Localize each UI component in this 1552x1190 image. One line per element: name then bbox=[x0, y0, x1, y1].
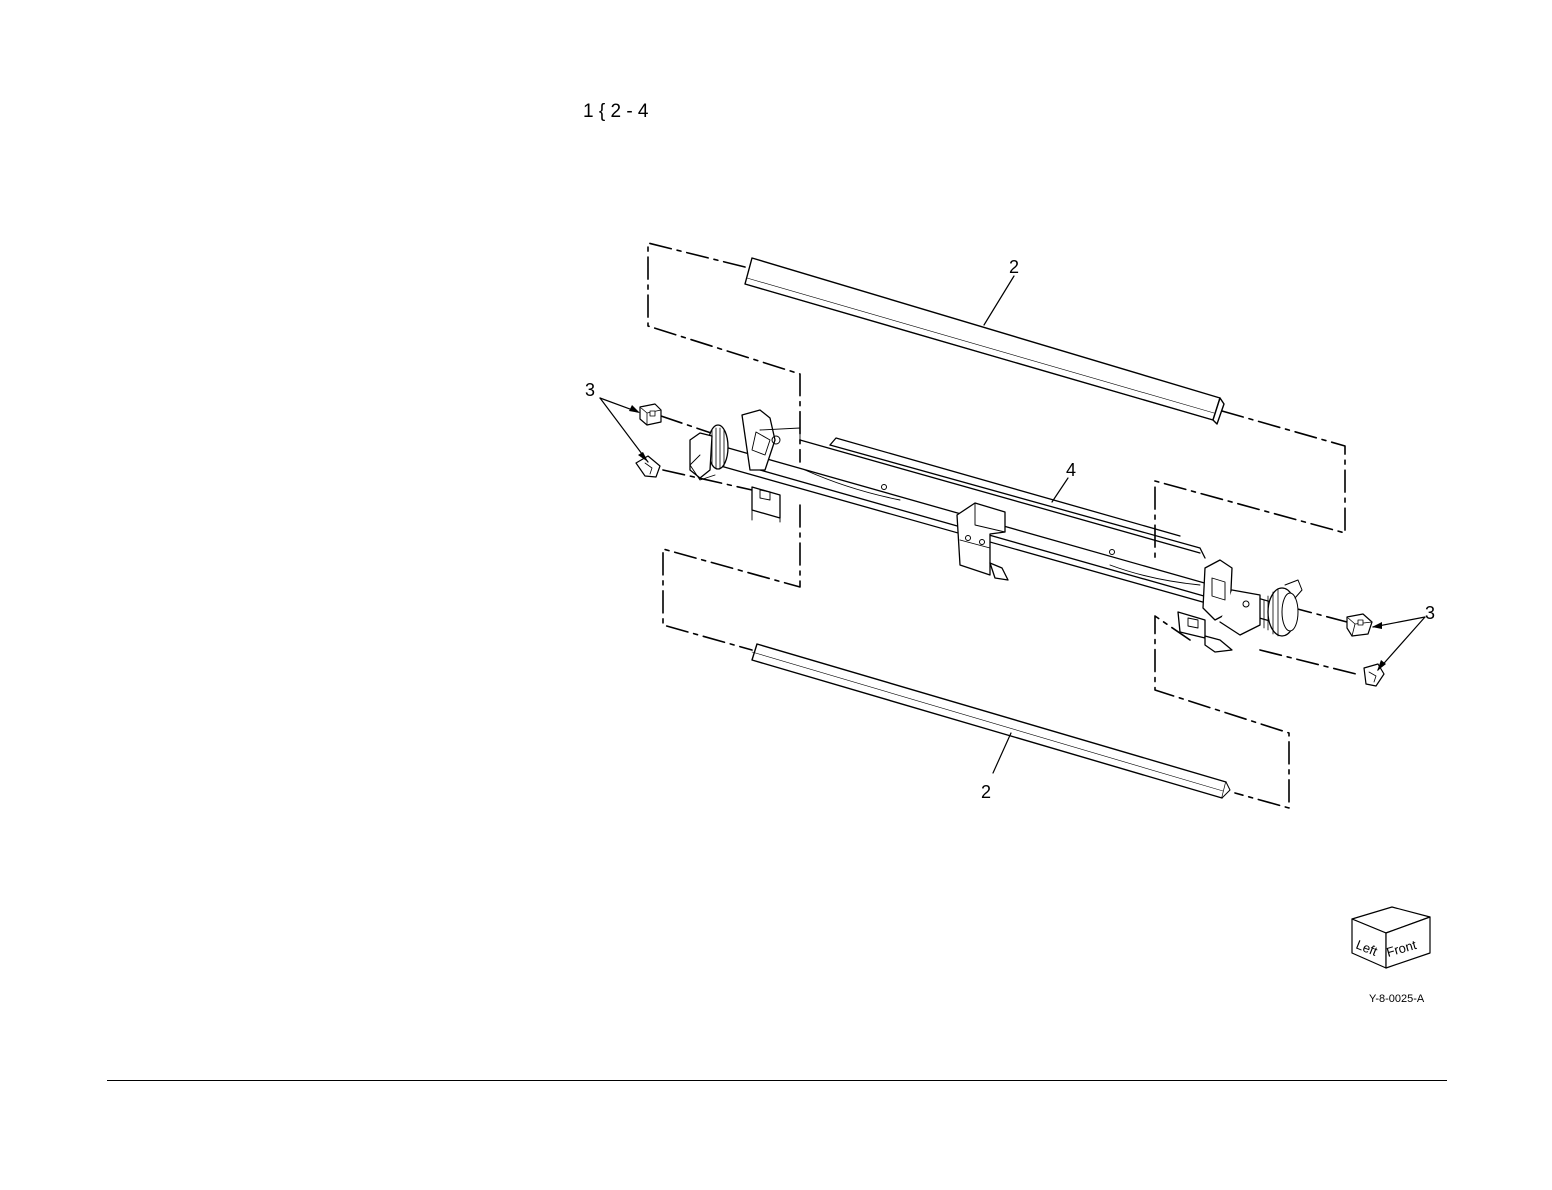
leader-clip-bottom-left bbox=[663, 470, 752, 490]
leader-clip-top-right bbox=[1290, 607, 1347, 622]
leader-line-2-upper bbox=[984, 276, 1014, 325]
footer-rule bbox=[107, 1080, 1447, 1081]
leader-line-2-lower bbox=[993, 733, 1011, 773]
leader-lower-left bbox=[663, 505, 800, 650]
clip-top-left bbox=[640, 404, 661, 425]
leader-clip-bottom-right bbox=[1260, 650, 1360, 675]
callout-2-upper: 2 bbox=[1009, 258, 1019, 276]
clip-top-right bbox=[1347, 614, 1372, 636]
clip-bottom-left bbox=[636, 456, 660, 477]
callout-4: 4 bbox=[1066, 461, 1076, 479]
leader-line-4 bbox=[1052, 478, 1068, 502]
leader-upper-right bbox=[1155, 411, 1345, 560]
callout-2-lower: 2 bbox=[981, 783, 991, 801]
callout-3-right: 3 bbox=[1425, 604, 1435, 622]
orientation-cube-icon: Left Front bbox=[1346, 905, 1438, 977]
strip-upper bbox=[745, 258, 1224, 424]
callout-arrowheads bbox=[629, 405, 1386, 671]
callout-3-left: 3 bbox=[585, 381, 595, 399]
rail-assembly bbox=[690, 410, 1302, 652]
drawing-code: Y-8-0025-A bbox=[1369, 993, 1424, 1005]
strip-lower bbox=[752, 644, 1230, 798]
